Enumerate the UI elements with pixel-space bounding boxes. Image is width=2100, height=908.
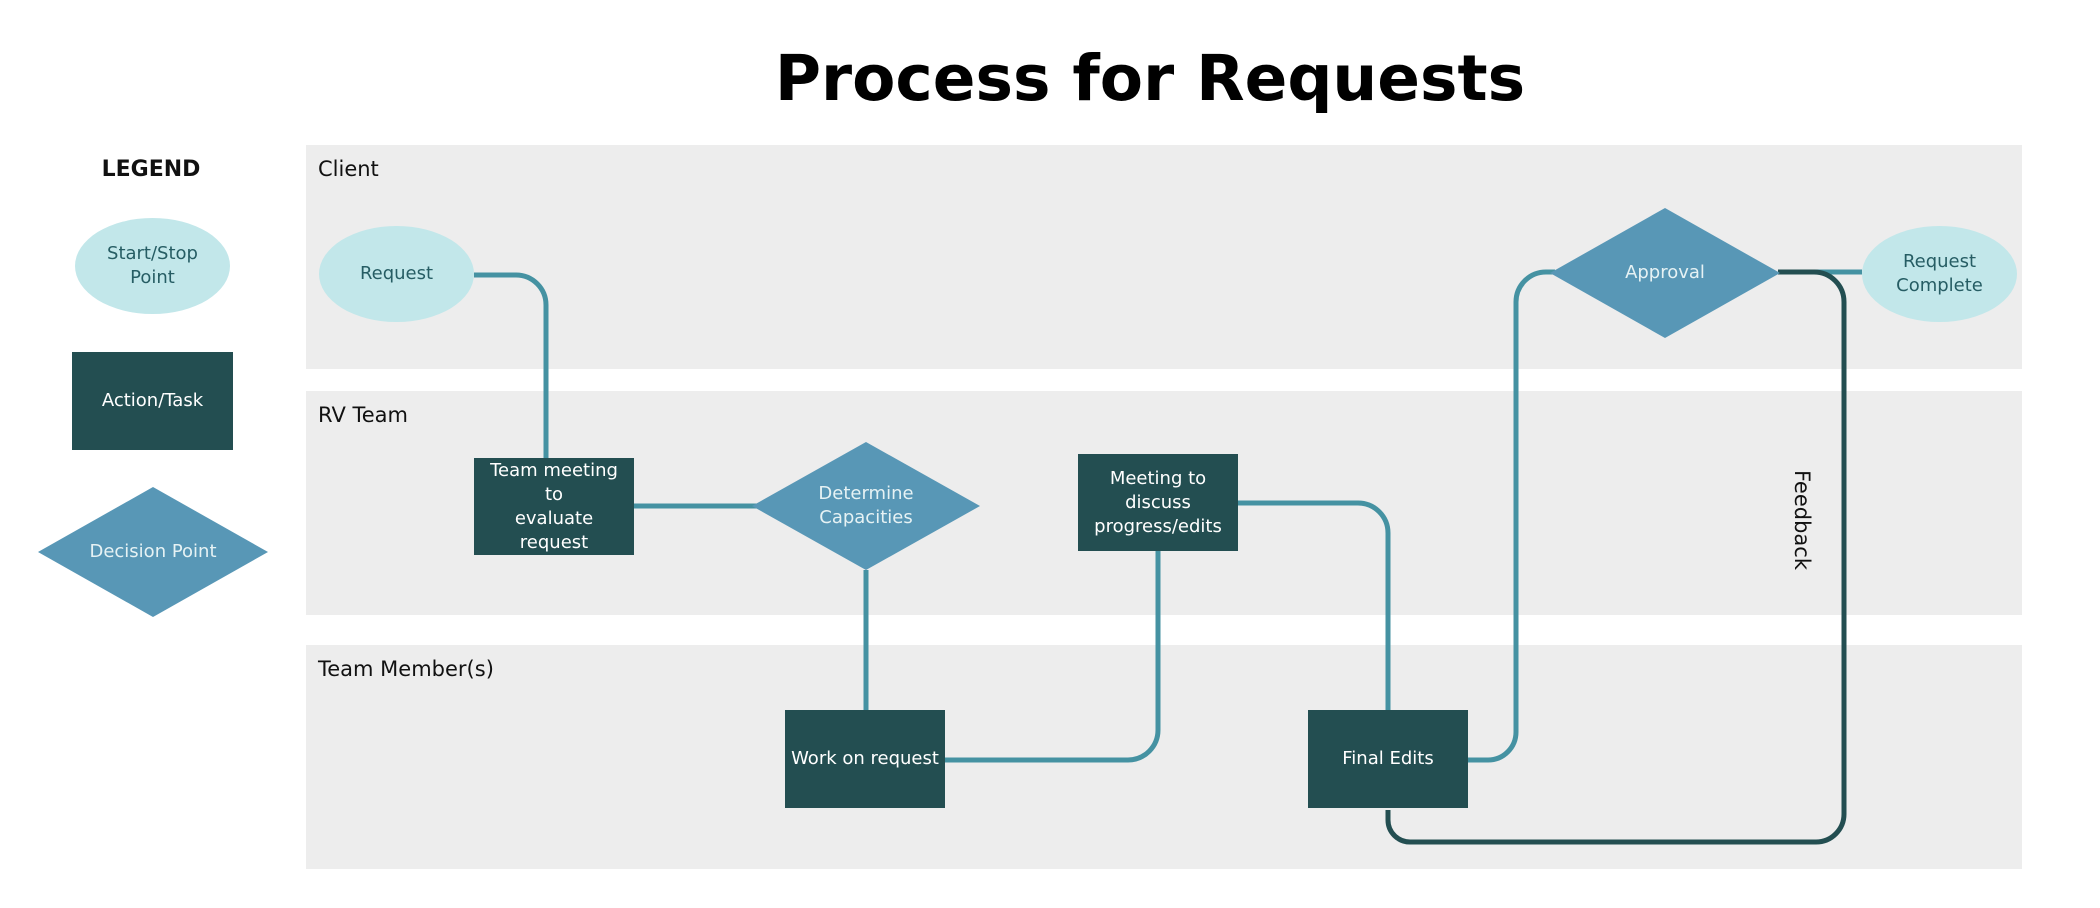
node-final-edits: Final Edits <box>1308 710 1468 808</box>
legend-title: LEGEND <box>101 157 201 182</box>
connector-request-to-team-meeting <box>474 272 549 460</box>
connector-meeting-to-final-edits <box>1238 500 1391 710</box>
node-team-meeting: Team meeting to evaluate request <box>474 458 634 555</box>
edge-label-feedback: Feedback <box>1790 470 1814 571</box>
legend-action-task: Action/Task <box>72 352 233 450</box>
connector-feedback <box>1385 269 1847 845</box>
lane-team-members: Team Member(s) <box>306 645 2022 869</box>
legend-start-stop: Start/Stop Point <box>75 218 230 314</box>
node-work-on-request: Work on request <box>785 710 945 808</box>
lane-label-rv-team: RV Team <box>318 403 408 427</box>
node-determine-capacities: Determine Capacities <box>752 442 980 570</box>
diagram-title: Process for Requests <box>774 42 1526 115</box>
legend-decision-point: Decision Point <box>38 487 268 617</box>
node-request-complete: Request Complete <box>1862 226 2017 322</box>
node-meeting-discuss: Meeting to discuss progress/edits <box>1078 454 1238 551</box>
connector-work-to-meeting <box>945 551 1161 763</box>
lane-label-client: Client <box>318 157 379 181</box>
node-approval: Approval <box>1550 208 1780 338</box>
node-request: Request <box>319 226 474 322</box>
connector-final-edits-to-approval <box>1468 269 1555 763</box>
lane-label-team-members: Team Member(s) <box>318 657 494 681</box>
